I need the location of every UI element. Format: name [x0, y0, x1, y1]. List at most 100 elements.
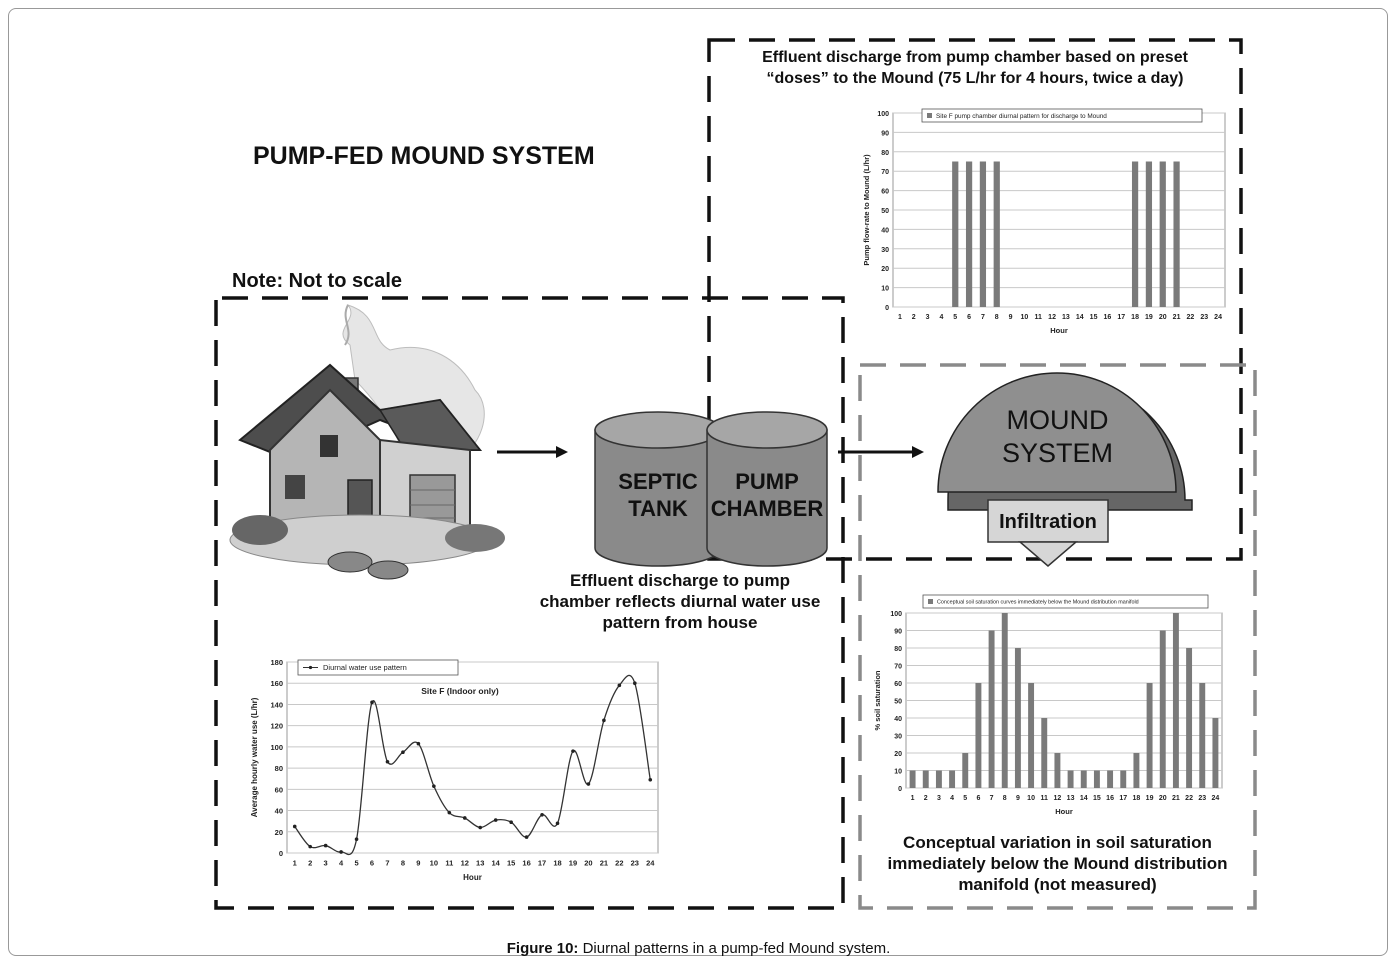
water-legend-box	[297, 659, 459, 676]
water-x-tick: 12	[461, 859, 469, 868]
soil-bar	[1199, 683, 1206, 788]
pump-discharge-line1: Effluent discharge from pump chamber bas…	[762, 49, 1188, 66]
soil-x-tick: 16	[1106, 795, 1114, 802]
soil-bar	[1028, 683, 1035, 788]
water-x-tick: 24	[646, 859, 655, 868]
soil-x-tick: 6	[976, 795, 980, 802]
soil-legend-box	[922, 594, 1209, 609]
pump-x-tick: 1	[898, 314, 902, 321]
pump-y-tick: 40	[881, 227, 889, 234]
septic-tank-top	[594, 411, 722, 449]
water-point	[555, 821, 560, 826]
soil-annotation: Conceptual variation in soil saturation …	[860, 832, 1255, 895]
arrowhead-1	[556, 446, 568, 458]
stone-2	[367, 560, 409, 580]
soil-bar	[1159, 630, 1166, 788]
effluent-line3: pattern from house	[602, 613, 758, 632]
soil-bar	[1014, 648, 1021, 788]
pump-x-tick: 21	[1173, 314, 1181, 321]
water-point	[447, 810, 452, 815]
pump-legend-label: Site F pump chamber diurnal pattern for …	[936, 113, 1107, 120]
soil-legend-label: Conceptual soil saturation curves immedi…	[937, 599, 1139, 605]
soil-y-tick: 80	[894, 646, 902, 653]
effluent-line2: chamber reflects diurnal water use	[539, 592, 821, 611]
pump-x-tick: 2	[912, 314, 916, 321]
water-y-tick: 80	[275, 764, 283, 773]
soil-bar	[1001, 613, 1008, 788]
pump-y-tick: 10	[881, 286, 889, 293]
water-point	[370, 700, 374, 705]
soil-y-tick: 30	[894, 734, 902, 741]
pump-x-tick: 7	[981, 314, 985, 321]
water-x-tick: 5	[354, 859, 358, 868]
pump-x-tick: 9	[1009, 314, 1013, 321]
soil-bar	[1172, 613, 1179, 788]
water-legend-label: Diurnal water use pattern	[323, 663, 407, 672]
water-y-tick: 60	[275, 785, 283, 794]
water-x-tick: 20	[584, 859, 592, 868]
soil-x-tick: 23	[1198, 795, 1206, 802]
septic-line1: SEPTIC	[618, 469, 698, 494]
soil-x-tick: 7	[990, 795, 994, 802]
water-x-tick: 1	[293, 859, 297, 868]
pump-x-tick: 10	[1021, 314, 1029, 321]
soil-x-tick: 2	[924, 795, 928, 802]
soil-x-tick: 20	[1159, 795, 1167, 802]
pump-x-tick: 11	[1035, 314, 1043, 321]
pump-y-tick: 60	[881, 189, 889, 196]
pump-y-tick: 80	[881, 150, 889, 157]
soil-legend-swatch	[928, 599, 933, 604]
pump-y-tick: 20	[881, 266, 889, 273]
pump-x-tick: 6	[967, 314, 971, 321]
water-x-tick: 4	[339, 859, 344, 868]
soil-bar	[962, 753, 969, 788]
soil-line1: Conceptual variation in soil saturation	[903, 833, 1212, 852]
soil-x-tick: 19	[1146, 795, 1154, 802]
pump-x-tick: 23	[1200, 314, 1208, 321]
pump-bar	[965, 161, 973, 307]
mound-label: MOUND SYSTEM	[935, 404, 1180, 470]
stone-1	[327, 551, 373, 573]
house-box	[214, 296, 845, 910]
soil-x-tick: 15	[1093, 795, 1101, 802]
pump-x-tick: 8	[995, 314, 999, 321]
water-x-tick: 2	[308, 859, 312, 868]
soil-x-tick: 13	[1067, 795, 1075, 802]
water-y-tick: 100	[270, 743, 283, 752]
pump-x-tick: 5	[953, 314, 957, 321]
effluent-annotation: Effluent discharge to pump chamber refle…	[530, 570, 830, 633]
pump-legend-box	[921, 108, 1203, 123]
water-point	[401, 750, 405, 754]
water-y-tick: 120	[270, 722, 283, 731]
pump-bar	[952, 161, 959, 307]
soil-line3: manifold (not measured)	[958, 875, 1157, 894]
pump-legend: Site F pump chamber diurnal pattern for …	[921, 108, 1203, 123]
soil-bar	[988, 630, 995, 788]
pump-y-label: Pump flow-rate to Mound (L/hr)	[862, 154, 871, 266]
scale-note: Note: Not to scale	[232, 270, 403, 292]
soil-x-label: Hour	[1055, 807, 1073, 816]
soil-bar	[975, 683, 982, 788]
soil-x-tick: 8	[1003, 795, 1007, 802]
pump-line1: PUMP	[735, 469, 799, 494]
pump-legend-swatch	[927, 113, 932, 118]
soil-x-tick: 1	[911, 795, 915, 802]
pump-x-tick: 3	[926, 314, 930, 321]
pump-x-tick: 13	[1062, 314, 1070, 321]
soil-y-tick: 40	[894, 716, 902, 723]
soil-bar	[1186, 648, 1193, 788]
pump-y-tick: 50	[881, 208, 889, 215]
infiltration-box	[987, 499, 1109, 543]
soil-y-tick: 90	[894, 629, 902, 636]
septic-tank-label: SEPTIC TANK	[595, 468, 721, 522]
pump-bar	[1173, 161, 1180, 307]
soil-x-tick: 5	[963, 795, 967, 802]
soil-y-tick: 0	[898, 786, 902, 793]
pump-x-tick: 17	[1117, 314, 1125, 321]
water-point	[416, 741, 421, 746]
pump-y-tick: 70	[881, 169, 889, 176]
pump-y-tick: 90	[881, 130, 889, 137]
smoke-wisp	[344, 304, 350, 346]
